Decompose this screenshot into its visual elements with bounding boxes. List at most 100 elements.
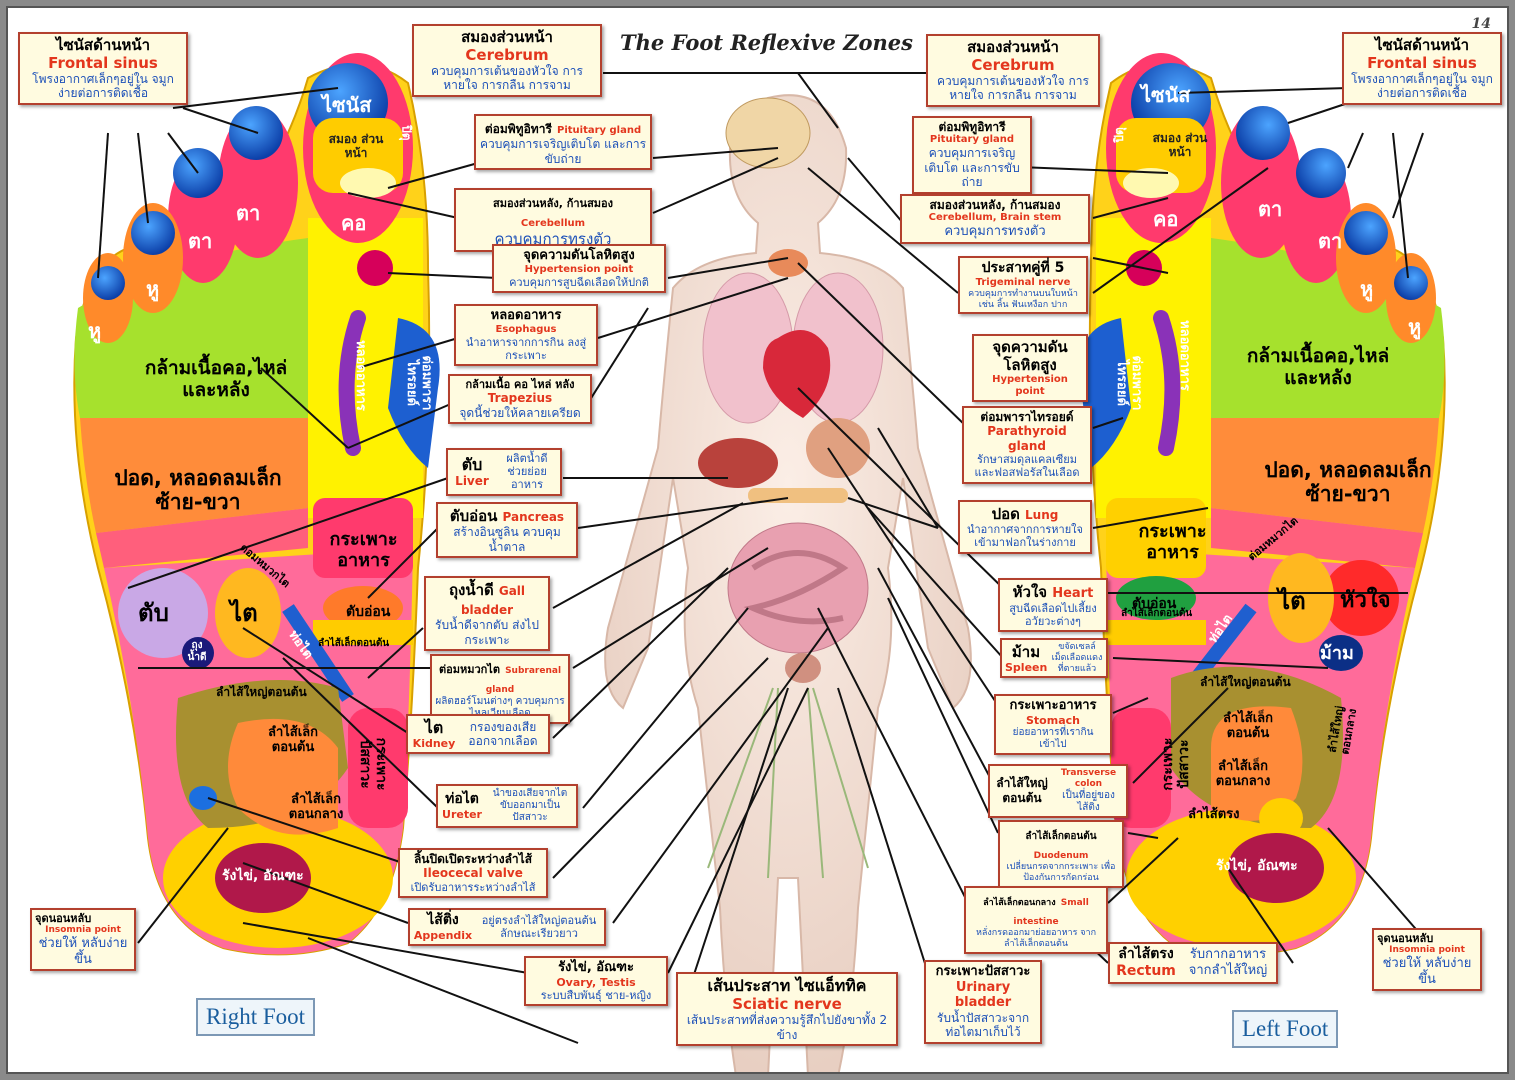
lf-zone-pancreas: ตับอ่อน bbox=[1132, 596, 1177, 612]
callout-pituitary-right: ต่อมพิทูอิทารี Pituitary gland ควบคุมการ… bbox=[474, 114, 652, 170]
callout-ileocecal: ลิ้นปิดเปิดระหว่างลำไส้ Ileocecal valve … bbox=[398, 848, 548, 898]
left-lung-zone-2 bbox=[1211, 508, 1423, 568]
callout-insomnia-left: จุดนอนหลับ Insomnia point ช่วยให้ หลับง่… bbox=[1372, 928, 1482, 992]
left-pancreas-zone bbox=[1116, 576, 1196, 620]
left-sinus-2 bbox=[1236, 106, 1290, 160]
right-sinus-4 bbox=[131, 211, 175, 255]
rf-zone-lung: ปอด, หลอดลมเล็ก ซ้าย-ขวา bbox=[114, 466, 282, 515]
callout-hypertension-left: จุดความดัน โลหิตสูง Hypertension point bbox=[972, 334, 1088, 402]
right-lung-zone-2 bbox=[96, 508, 308, 568]
rf-zone-neck-shoulder: กล้ามเนื้อคอ,ไหล่ และหลัง bbox=[144, 357, 288, 401]
callout-lung: ปอด Lung นำอากาศจากการหายใจ เข้ามาฟอกในร… bbox=[958, 500, 1092, 554]
rf-zone-small2: ลำไส้เล็ก ตอนกลาง bbox=[288, 792, 344, 822]
callout-ovary: รังไข่, อัณฑะ Ovary, Testis ระบบสืบพันธุ… bbox=[524, 956, 668, 1006]
callout-cerebellum-left: สมองส่วนหลัง, ก้านสมอง Cerebellum, Brain… bbox=[900, 194, 1090, 244]
rf-zone-colon: ลำไส้ใหญ่ตอนต้น bbox=[216, 685, 307, 699]
right-esophagus-zone bbox=[338, 310, 366, 456]
callout-frontal-sinus-right: ไซนัสด้านหน้า Frontal sinus โพรงอากาศเล็… bbox=[18, 32, 188, 105]
left-lung-zone bbox=[1211, 418, 1439, 533]
lf-zone-parathyroid: ต่อมพารา ไทรอยด์ bbox=[1114, 355, 1144, 411]
right-stomach-zone bbox=[313, 498, 413, 578]
rf-zone-eye: ตา bbox=[236, 201, 261, 225]
callout-parathyroid: ต่อมพาราไทรอยด์ Parathyroid gland รักษาส… bbox=[962, 406, 1092, 484]
callout-sciatic: เส้นประสาท ไซแอ็ททิค Sciatic nerve เส้นป… bbox=[676, 972, 898, 1046]
right-ureter-zone bbox=[282, 604, 354, 702]
callout-heart: หัวใจ Heart สูบฉีดเลือดไปเลี้ยง อวัยวะต่… bbox=[998, 578, 1108, 632]
lf-zone-brain: สมอง ส่วนหน้า bbox=[1152, 131, 1208, 159]
left-rectum-zone bbox=[1259, 798, 1303, 838]
right-insomnia-point bbox=[189, 786, 217, 810]
rf-zone-small1: ลำไส้เล็ก ตอนต้น bbox=[267, 725, 319, 755]
rf-zone-stomach: กระเพาะ อาหาร bbox=[329, 529, 398, 571]
lf-zone-heart: หัวใจ bbox=[1340, 588, 1391, 613]
callout-gall-bladder: ถุงน้ำดี Gall bladder รับน้ำดีจากตับ ส่ง… bbox=[424, 576, 550, 652]
left-parathyroid-zone bbox=[1079, 318, 1131, 468]
callout-urinary-bladder: กระเพาะปัสสาวะ Urinary bladder รับน้ำปัส… bbox=[924, 960, 1042, 1044]
lf-zone-pit: ปิตุ bbox=[1111, 127, 1126, 143]
rf-zone-bladder: กระเพาะ ปัสสาวะ bbox=[357, 737, 390, 791]
callout-duodenum: ลำไส้เล็กตอนต้น Duodenum เปลี่ยนกรดจากกร… bbox=[998, 820, 1124, 888]
left-pituitary bbox=[1123, 168, 1179, 198]
callout-subrarenal: ต่อมหมวกไต Subrarenal gland ผลิตฮอร์โมนต… bbox=[430, 654, 570, 725]
right-kidney-zone bbox=[215, 568, 281, 658]
lf-zone-neck-shoulder: กล้ามเนื้อคอ,ไหล่ และหลัง bbox=[1246, 345, 1390, 389]
left-esophagus-zone bbox=[1153, 310, 1181, 456]
rf-zone-brain: สมอง ส่วนหน้า bbox=[328, 132, 384, 160]
right-lung-zone bbox=[80, 418, 308, 533]
human-body bbox=[604, 94, 972, 1072]
right-sinus-5 bbox=[91, 266, 125, 300]
left-ovary-zone bbox=[1228, 833, 1324, 903]
lf-zone-spleen: ม้าม bbox=[1320, 643, 1354, 664]
rf-zone-eye-2: ตา bbox=[188, 229, 213, 253]
rf-zone-ovary: รังไข่, อัณฑะ bbox=[222, 868, 304, 884]
left-duodenum-zone bbox=[1106, 620, 1206, 645]
diagram-title: The Foot Reflexive Zones bbox=[620, 30, 913, 55]
lf-zone-rectum: ลำไส้ตรง bbox=[1188, 807, 1240, 822]
right-small-int-zone bbox=[228, 718, 338, 835]
lf-zone-eye: ตา bbox=[1258, 197, 1283, 221]
callout-pancreas: ตับอ่อน Pancreas สร้างอินซูลิน ควบคุมน้ำ… bbox=[436, 502, 578, 558]
callout-hypertension-right: จุดความดันโลหิตสูง Hypertension point คว… bbox=[492, 244, 666, 293]
rf-zone-neck: คอ bbox=[341, 211, 367, 235]
page-number: 14 bbox=[1471, 16, 1491, 32]
left-sinus-4 bbox=[1344, 211, 1388, 255]
diagram-frame: The Foot Reflexive Zones 14 ไซนัส สมอง ส… bbox=[6, 6, 1509, 1074]
callout-cerebrum-left: สมองส่วนหน้า Cerebrum ควบคุมการเต้นของหั… bbox=[926, 34, 1100, 107]
lf-zone-kidney: ไต bbox=[1278, 587, 1306, 615]
heart-graphic bbox=[763, 330, 831, 418]
left-foot bbox=[1079, 53, 1446, 956]
stomach-graphic bbox=[806, 418, 870, 478]
right-liver-zone bbox=[118, 568, 208, 658]
right-bladder-zone bbox=[348, 708, 408, 828]
right-pancreas-zone bbox=[323, 586, 403, 630]
lf-zone-colon: ลำไส้ใหญ่ตอนต้น bbox=[1200, 675, 1291, 689]
callout-stomach: กระเพาะอาหาร Stomach ย่อยอาหารที่เรากินเ… bbox=[994, 694, 1112, 755]
lf-zone-sinus: ไซนัส bbox=[1141, 83, 1191, 107]
rf-zone-parathyroid: ต่อมพารา ไทรอยด์ bbox=[404, 355, 434, 411]
sciatic-right bbox=[807, 687, 869, 879]
right-hypertension-point bbox=[357, 250, 393, 286]
brain-graphic bbox=[725, 97, 811, 169]
rf-zone-esophagus: หลอดอาหาร bbox=[352, 340, 368, 411]
right-duodenum-zone bbox=[313, 620, 413, 645]
callout-insomnia-right: จุดนอนหลับ Insomnia point ช่วยให้ หลับง่… bbox=[30, 908, 136, 972]
callout-cerebrum-right: สมองส่วนหน้า Cerebrum ควบคุมการเต้นของหั… bbox=[412, 24, 602, 97]
rf-zone-duodenum: ลำไส้เล็กตอนต้น bbox=[318, 638, 390, 649]
callout-pituitary-left: ต่อมพิทูอิทารี Pituitary gland ควบคุมการ… bbox=[912, 116, 1032, 194]
left-kidney-zone bbox=[1268, 553, 1334, 643]
lf-zone-small2: ลำไส้เล็ก ตอนกลาง bbox=[1215, 759, 1271, 789]
thyroid-graphic bbox=[768, 249, 808, 277]
rf-zone-liver: ตับ bbox=[138, 599, 169, 627]
rf-zone-ear: หู bbox=[146, 277, 160, 301]
lf-zone-ovary: รังไข่, อัณฑะ bbox=[1216, 858, 1298, 874]
callout-small-intestine: ลำไส้เล็กตอนกลาง Small intestine หลั่งกร… bbox=[964, 886, 1108, 954]
intestine-coil bbox=[743, 550, 849, 625]
lf-zone-stomach: กระเพาะ อาหาร bbox=[1138, 521, 1207, 563]
left-heart-zone bbox=[1323, 560, 1399, 636]
